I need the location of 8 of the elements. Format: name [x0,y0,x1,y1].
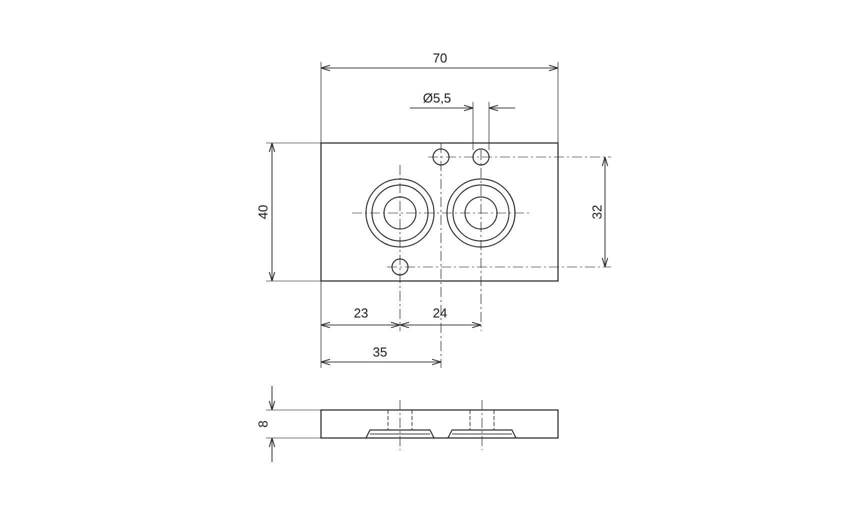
dimension-label: 24 [432,306,448,320]
dimension-label: 35 [372,346,388,358]
dimension-label: 8 [256,420,270,428]
dimension-label: 32 [590,204,604,220]
dimension-label: 40 [256,204,270,220]
dimension-label: 70 [432,52,448,64]
dimension-label: Ø5,5 [422,92,452,104]
dimension-label: 23 [354,306,368,320]
